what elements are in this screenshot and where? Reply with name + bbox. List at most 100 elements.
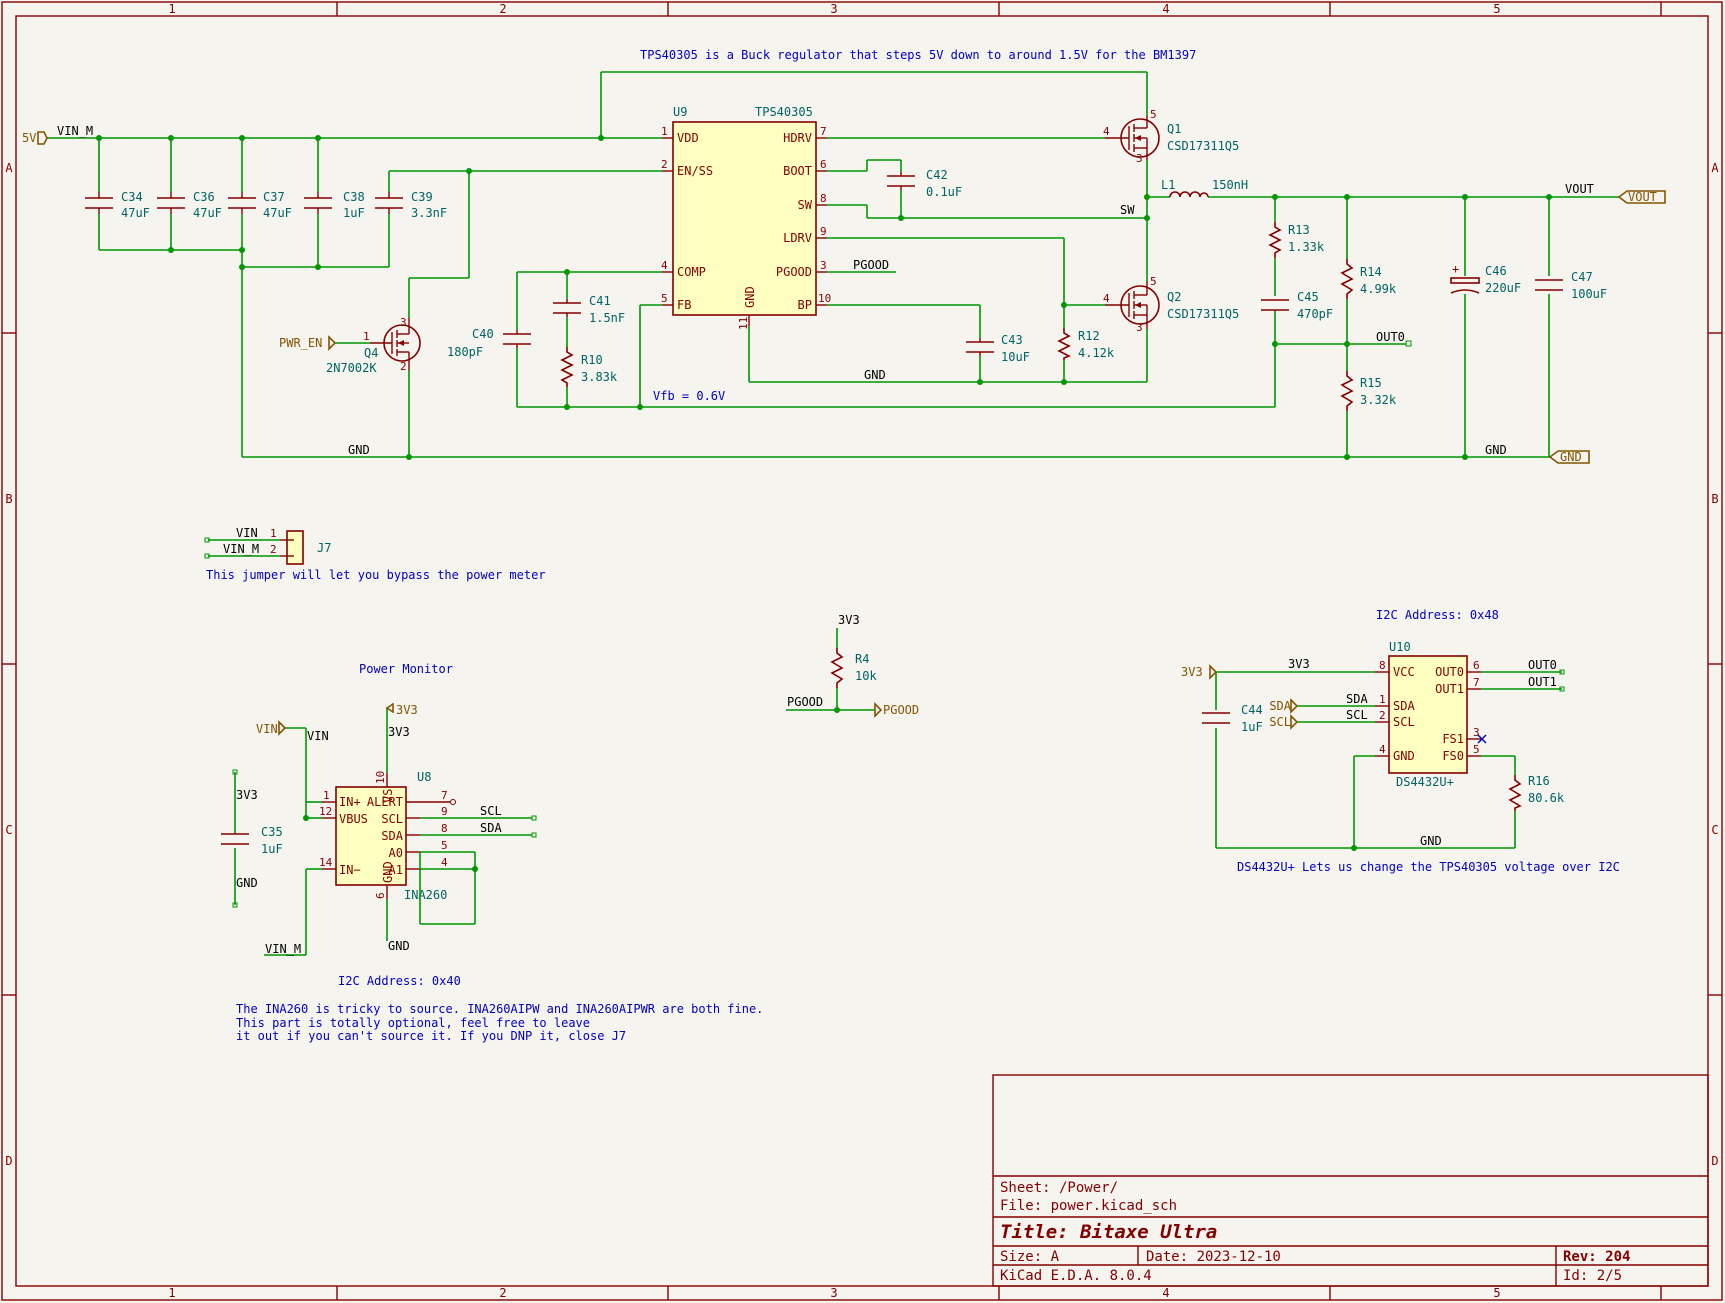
u10-pin-scl: SCL <box>1393 715 1415 729</box>
mosfet-q4[interactable]: 1 3 2 Q4 2N7002K <box>326 316 421 375</box>
jumper-j7[interactable]: VIN VIN_M 1 2 J7 <box>204 526 331 565</box>
resistor-r4[interactable]: 3V3 R4 10k <box>830 613 877 710</box>
u8-pin-5: 5 <box>441 839 448 852</box>
global-label-vin[interactable]: VIN <box>256 720 287 736</box>
capacitor-c43[interactable]: C43 10uF <box>966 333 1030 364</box>
c43-value: 10uF <box>1001 350 1030 364</box>
inductor-l1[interactable]: L1 150nH <box>1161 178 1248 198</box>
frame-col-2-bottom: 2 <box>499 1286 506 1300</box>
ds-wires <box>1215 669 1565 851</box>
global-label-sda[interactable]: SDA <box>1269 698 1299 714</box>
c46-value: 220uF <box>1485 281 1521 295</box>
net-out0: OUT0 <box>1376 330 1405 344</box>
capacitor-c39[interactable]: C39 3.3nF <box>375 190 447 220</box>
c41-value: 1.5nF <box>589 311 625 325</box>
u8-pin-vs: VS <box>381 789 395 803</box>
glabel-pwr-en-text: PWR_EN <box>279 336 322 350</box>
ds-net-gnd: GND <box>1420 834 1442 848</box>
glabel-3v3-ina-text: 3V3 <box>396 703 418 717</box>
u10-pin-8: 8 <box>1379 659 1386 672</box>
note-jumper: This jumper will let you bypass the powe… <box>206 568 546 582</box>
ic-u8-ina260[interactable]: U8 INA260 1 IN+ 12 VBUS 14 IN− ALERT 7 S… <box>319 770 456 902</box>
u9-pin-comp: COMP <box>677 265 706 279</box>
global-label-5v[interactable]: 5V <box>22 131 48 145</box>
global-label-gnd[interactable]: GND <box>1548 450 1590 464</box>
net-vin-m: VIN_M <box>57 124 93 138</box>
u8-pin-sda: SDA <box>381 829 403 843</box>
net-gnd-main: GND <box>348 443 370 457</box>
frame-col-4: 4 <box>1162 2 1169 16</box>
ds-net-scl: SCL <box>1346 708 1368 722</box>
q2-ref: Q2 <box>1167 290 1181 304</box>
note-ina-3: it out if you can't source it. If you DN… <box>236 1029 626 1043</box>
u9-pin-gnd: GND <box>743 286 757 308</box>
r4-ref: R4 <box>855 652 869 666</box>
j7-ref: J7 <box>317 541 331 555</box>
c40-ref: C40 <box>472 327 494 341</box>
net-pgood-u9: PGOOD <box>853 258 889 272</box>
global-label-pgood[interactable]: PGOOD <box>874 702 919 718</box>
mosfet-q1[interactable]: 4 5 3 Q1 CSD17311Q5 <box>1103 108 1239 165</box>
glabel-pgood-text: PGOOD <box>883 703 919 717</box>
mosfet-q2[interactable]: 4 5 3 Q2 CSD17311Q5 <box>1103 275 1239 334</box>
net-vout: VOUT <box>1565 182 1594 196</box>
global-label-vout[interactable]: VOUT <box>1617 190 1666 204</box>
capacitor-c36[interactable]: C36 47uF <box>157 190 222 220</box>
ina-net-scl: SCL <box>480 804 502 818</box>
capacitor-c40[interactable]: C40 180pF <box>447 327 531 359</box>
q4-ref: Q4 <box>364 346 378 360</box>
resistor-r15[interactable]: R15 3.32k <box>1340 371 1397 411</box>
capacitor-c41[interactable]: C41 1.5nF <box>553 294 625 325</box>
j7-net-vin: VIN <box>236 526 258 540</box>
u9-pin-11: 11 <box>737 317 750 330</box>
u8-pin-1: 1 <box>323 789 330 802</box>
ina-net-3v3: 3V3 <box>388 725 410 739</box>
resistor-r14[interactable]: R14 4.99k <box>1340 259 1397 299</box>
q4-pin-3: 3 <box>400 316 407 329</box>
global-label-3v3-ds[interactable]: 3V3 <box>1181 664 1218 680</box>
global-label-scl[interactable]: SCL <box>1269 714 1299 730</box>
frame-row-c: C <box>5 823 12 837</box>
u8-pin-a1: A1 <box>389 863 403 877</box>
resistor-r10[interactable]: R10 3.83k <box>560 347 618 387</box>
capacitor-c44[interactable]: C44 1uF <box>1202 703 1263 734</box>
resistor-r12[interactable]: R12 4.12k <box>1057 328 1115 360</box>
u10-pin-2: 2 <box>1379 709 1386 722</box>
u9-value: TPS40305 <box>755 105 813 119</box>
global-label-3v3-ina[interactable]: 3V3 <box>385 702 418 717</box>
capacitor-c42[interactable]: C42 0.1uF <box>887 168 962 199</box>
c36-ref: C36 <box>193 190 215 204</box>
capacitor-c38[interactable]: C38 1uF <box>304 190 365 220</box>
c43-ref: C43 <box>1001 333 1023 347</box>
capacitor-c35[interactable]: 3V3 GND C35 1uF <box>221 769 283 908</box>
q1-pin-4: 4 <box>1103 125 1110 138</box>
global-label-pwr-en[interactable]: PWR_EN <box>279 335 337 351</box>
resistor-r16[interactable]: R16 80.6k <box>1508 774 1565 811</box>
capacitor-c37[interactable]: C37 47uF <box>228 190 292 220</box>
resistor-r13[interactable]: R13 1.33k <box>1268 222 1325 258</box>
capacitor-c47[interactable]: C47 100uF <box>1535 270 1607 301</box>
frame-row-d-right: D <box>1711 1154 1718 1168</box>
buck-wires <box>516 137 1276 408</box>
frame-col-2: 2 <box>499 2 506 16</box>
u10-pin-1: 1 <box>1379 693 1386 706</box>
capacitor-c45[interactable]: C45 470pF <box>1261 290 1333 321</box>
glabel-vin-text: VIN <box>256 722 278 736</box>
capacitor-c34[interactable]: C34 47uF <box>85 190 150 220</box>
frame-col-5-bottom: 5 <box>1493 1286 1500 1300</box>
frame-col-4-bottom: 4 <box>1162 1286 1169 1300</box>
ic-u9-tps40305[interactable]: U9 TPS40305 1 VDD 2 EN/SS 4 COMP 5 FB HD… <box>661 105 831 330</box>
capacitor-c46[interactable]: + C46 220uF <box>1450 262 1521 295</box>
r12-value: 4.12k <box>1078 346 1115 360</box>
input-wires <box>47 71 1550 458</box>
frame-col-3: 3 <box>830 2 837 16</box>
u10-pin-gnd: GND <box>1393 749 1415 763</box>
note-ina-2: This part is totally optional, feel free… <box>236 1016 590 1030</box>
frame-col-5: 5 <box>1493 2 1500 16</box>
ds-net-out1: OUT1 <box>1528 675 1557 689</box>
ic-u10-ds4432[interactable]: U10 DS4432U+ 8 VCC 1 SDA 2 SCL 4 GND OUT… <box>1375 640 1481 789</box>
u10-value: DS4432U+ <box>1396 775 1454 789</box>
r4-value: 10k <box>855 669 877 683</box>
glabel-gnd-text: GND <box>1560 450 1582 464</box>
